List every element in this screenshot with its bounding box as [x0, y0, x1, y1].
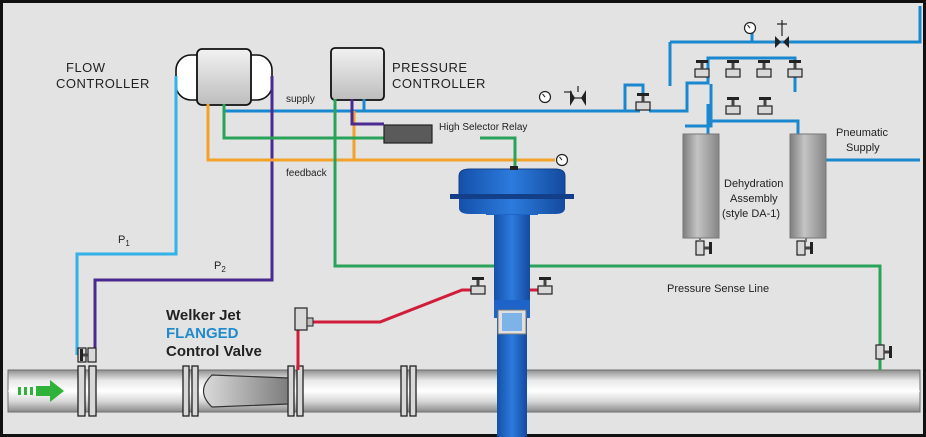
pressure-controller-label-2: CONTROLLER — [392, 76, 486, 91]
dehydration-assembly — [682, 133, 827, 242]
pneumatic-supply-label-1: Pneumatic — [836, 127, 888, 139]
supply-label: supply — [286, 94, 315, 105]
valve-title-line-2: FLANGED — [166, 325, 239, 342]
high-selector-relay-label: High Selector Relay — [439, 122, 528, 133]
feedback-label: feedback — [286, 168, 327, 179]
pressure-sense-line — [222, 99, 882, 370]
dehydration-label-1: Dehydration — [724, 178, 784, 190]
flow-controller-label-1: FLOW — [66, 60, 106, 75]
flow-controller-label-2: CONTROLLER — [56, 76, 150, 91]
pneumatic-supply-label-2: Supply — [846, 142, 880, 154]
pressure-controller — [330, 47, 385, 101]
p1-line — [75, 76, 178, 355]
pressure-controller-label-1: PRESSURE — [392, 60, 468, 75]
dehydration-label-3: (style DA-1) — [722, 208, 781, 220]
flange-icon — [77, 365, 417, 417]
valve-title-line-1: Welker Jet — [166, 307, 241, 324]
high-selector-relay — [383, 124, 433, 144]
main-pipeline — [7, 369, 921, 413]
p1-label: P1 — [118, 234, 130, 249]
flow-controller — [175, 48, 273, 106]
p2-label: P2 — [214, 260, 226, 275]
valve-actuator — [450, 166, 574, 437]
valve-plug — [202, 374, 289, 408]
valve-title-line-3: Control Valve — [166, 343, 262, 360]
relay-input-line — [350, 111, 384, 126]
p2-line — [93, 76, 274, 355]
dehydration-label-2: Assembly — [730, 193, 778, 205]
regulator-icon — [294, 20, 789, 331]
pressure-sense-line-label: Pressure Sense Line — [667, 283, 770, 295]
flow-arrow-icon — [18, 380, 64, 402]
feedback-line — [206, 104, 555, 162]
